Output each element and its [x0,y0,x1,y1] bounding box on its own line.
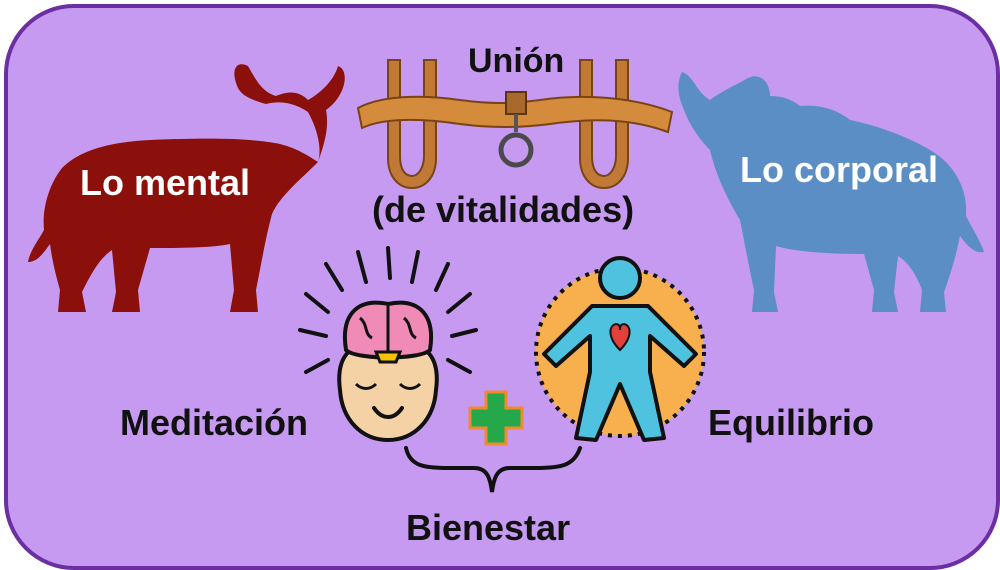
yoke-title: Unión [468,42,565,80]
body-ox-silhouette [678,72,984,312]
meditation-head-icon [298,246,478,443]
yoke-image [356,59,674,190]
wellbeing-label: Bienestar [406,507,571,548]
wellbeing-brace [404,446,582,493]
body-ox-label: Lo corporal [740,149,939,190]
balance-label: Equilibrio [708,402,874,443]
mind-ox-silhouette [28,64,345,312]
diagram-panel [4,4,1000,570]
body-balance-icon [534,256,706,442]
mind-ox-label: Lo mental [80,162,251,203]
plus-icon [468,390,524,446]
meditation-label: Meditación [120,402,309,443]
yoke-subtitle: (de vitalidades) [372,189,635,230]
